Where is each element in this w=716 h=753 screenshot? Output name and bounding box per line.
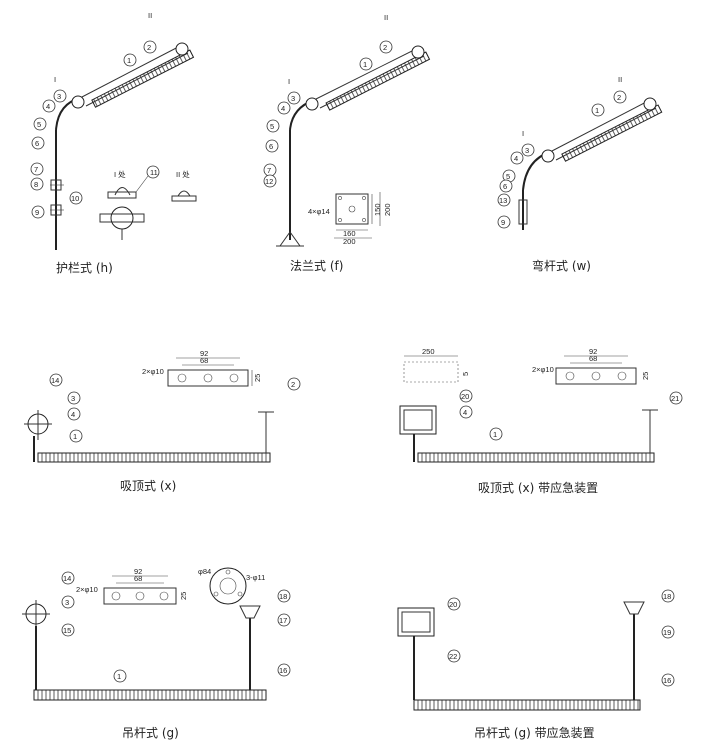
dim-25: 25 (179, 592, 188, 600)
callout-18: 18 (663, 592, 671, 601)
callout-21: 21 (671, 394, 679, 403)
dim-200-v: 200 (383, 203, 392, 216)
callout-3: 3 (71, 394, 75, 403)
dim-68: 68 (134, 574, 142, 583)
caption-pendant-emergency: 吊杆式 (g) 带应急装置 (474, 725, 595, 740)
callout-18: 18 (279, 592, 287, 601)
caption-bent-pole: 弯杆式 (w) (532, 258, 591, 273)
callout-1: 1 (595, 106, 599, 115)
callout-10: 10 (71, 194, 79, 203)
dim-160: 160 (343, 229, 356, 238)
callout-12: 12 (265, 177, 273, 186)
callout-9: 9 (35, 208, 39, 217)
dim-holes-3x11: 3-φ11 (246, 573, 265, 582)
dim-68: 68 (589, 354, 597, 363)
pendant-callouts: 14 3 15 1 18 17 16 (61, 571, 291, 683)
callout-14: 14 (63, 574, 71, 583)
caption-pendant: 吊杆式 (g) (122, 726, 179, 740)
dim-250: 250 (422, 347, 435, 356)
callout-5: 5 (270, 122, 274, 131)
callout-16: 16 (663, 676, 671, 685)
callout-3: 3 (65, 598, 69, 607)
ceiling-callouts: 14 3 4 1 2 (49, 373, 301, 443)
callout-6: 6 (35, 139, 39, 148)
roman-i: I (288, 77, 290, 86)
callout-2: 2 (291, 380, 295, 389)
callout-17: 17 (279, 616, 287, 625)
roman-i: I (522, 129, 524, 138)
callout-4: 4 (463, 408, 467, 417)
callout-1: 1 (73, 432, 77, 441)
flange-mount-drawing: 4×φ14 160 200 150 200 (276, 45, 431, 247)
caption-ceiling-emergency: 吸顶式 (x) 带应急装置 (478, 480, 598, 495)
callout-3: 3 (57, 92, 61, 101)
bent-pole-mount-drawing (518, 97, 663, 230)
dim-150: 150 (373, 203, 382, 216)
callout-4: 4 (514, 154, 518, 163)
dim-holes-2x10: 2×φ10 (532, 365, 554, 374)
bent-pole-callouts: II 2 1 I 3 4 5 6 13 9 (497, 75, 627, 229)
caption-ceiling: 吸顶式 (x) (120, 479, 176, 493)
callout-9: 9 (501, 218, 505, 227)
roman-i: I (54, 75, 56, 84)
pendant-mount-drawing: 2×φ10 92 68 25 φ84 3-φ11 (22, 567, 267, 701)
callout-4: 4 (281, 104, 285, 113)
callout-8: 8 (34, 180, 38, 189)
dim-55: 5 (461, 372, 470, 376)
callout-11: 11 (150, 168, 158, 177)
callout-20: 20 (449, 600, 457, 609)
dim-68: 68 (200, 356, 208, 365)
callout-6: 6 (503, 182, 507, 191)
detail-ii-label: II 处 (176, 169, 190, 179)
guardrail-mount-drawing: I 处 II 处 11 (50, 42, 197, 250)
dim-92: 92 (200, 349, 208, 358)
callout-4: 4 (46, 102, 50, 111)
callout-13: 13 (499, 196, 507, 205)
pendant-emergency-mount-drawing (397, 601, 645, 711)
callout-4: 4 (71, 410, 75, 419)
callout-1: 1 (117, 672, 121, 681)
callout-16: 16 (279, 666, 287, 675)
callout-2: 2 (383, 43, 387, 52)
dim-25: 25 (253, 374, 262, 382)
callout-6: 6 (269, 142, 273, 151)
pendant-emergency-callouts: 20 22 18 19 16 (447, 589, 675, 687)
callout-19: 19 (663, 628, 671, 637)
callout-15: 15 (63, 626, 71, 635)
roman-ii: II (384, 13, 388, 22)
dim-25: 25 (641, 372, 650, 380)
callout-7: 7 (34, 165, 38, 174)
dim-holes-2x10: 2×φ10 (142, 367, 164, 376)
callout-1: 1 (363, 60, 367, 69)
callout-2: 2 (617, 93, 621, 102)
flange-callouts: II 2 1 I 3 4 5 6 7 12 (263, 13, 393, 188)
dim-92: 92 (134, 567, 142, 576)
guardrail-callouts: II 2 1 I 3 4 5 6 7 8 9 10 (30, 11, 157, 219)
callout-7: 7 (267, 166, 271, 175)
callout-5: 5 (506, 172, 510, 181)
roman-ii: II (618, 75, 622, 84)
dim-84: φ84 (198, 567, 211, 576)
callout-22: 22 (449, 652, 457, 661)
callout-1: 1 (493, 430, 497, 439)
callout-5: 5 (37, 120, 41, 129)
callout-3: 3 (291, 94, 295, 103)
callout-14: 14 (51, 376, 59, 385)
ceiling-mount-drawing: 2×φ10 92 68 25 (24, 349, 274, 463)
callout-20: 20 (461, 392, 469, 401)
dim-200-h: 200 (343, 237, 356, 246)
caption-flange: 法兰式 (f) (290, 259, 343, 273)
ceiling-emergency-mount-drawing: 250 5 2×φ10 92 68 25 (399, 347, 658, 463)
callout-3: 3 (525, 146, 529, 155)
detail-i-label: I 处 (114, 169, 126, 179)
roman-ii: II (148, 11, 152, 20)
dim-flange-holes: 4×φ14 (308, 207, 330, 216)
callout-1: 1 (127, 56, 131, 65)
callout-2: 2 (147, 43, 151, 52)
dim-92: 92 (589, 347, 597, 356)
ceiling-emergency-callouts: 20 4 1 21 (459, 389, 683, 441)
dim-holes-2x10: 2×φ10 (76, 585, 98, 594)
caption-guardrail: 护栏式 (h) (56, 260, 113, 275)
